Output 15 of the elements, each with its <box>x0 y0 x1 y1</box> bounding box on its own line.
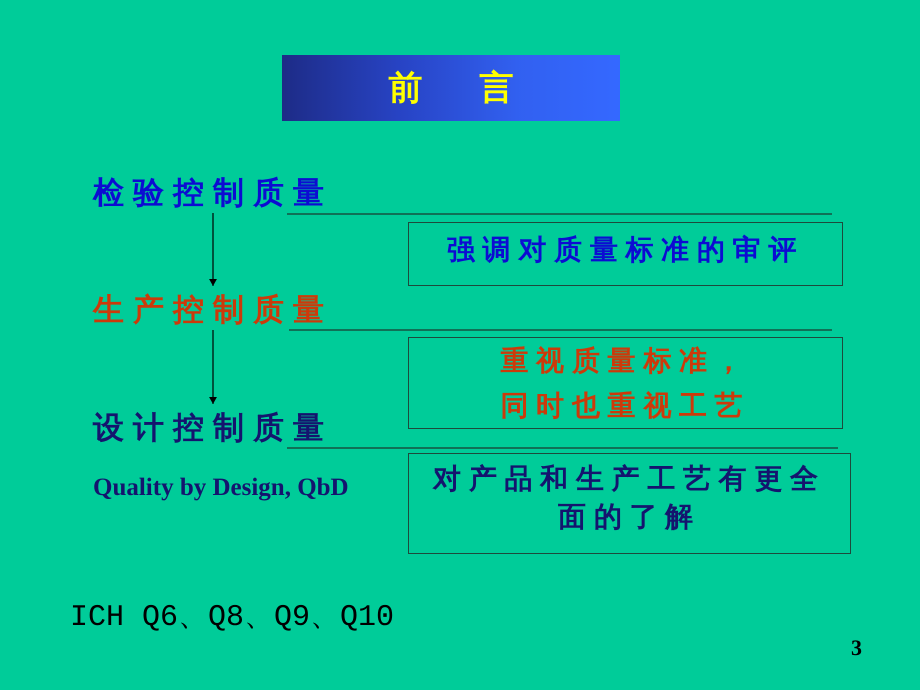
note-text: 强调对质量标准的审评 <box>446 232 805 266</box>
note-box <box>408 337 843 429</box>
note-text: 重视质量标准，同时也重视工艺 <box>500 344 752 423</box>
arrow <box>209 213 217 286</box>
subtitle-text: Quality by Design, QbD <box>93 474 349 502</box>
reference-text: ICH Q6、Q8、Q9、Q10 <box>70 600 394 637</box>
arrow <box>209 330 217 404</box>
stage-heading: 检验控制质量 <box>93 176 333 210</box>
stage-heading: 设计控制质量 <box>93 411 333 445</box>
note-box <box>408 222 843 286</box>
title-text: 前 言 <box>387 68 538 108</box>
stage-heading: 生产控制质量 <box>93 293 333 327</box>
note-text: 对产品和生产工艺有更全面的了解 <box>432 462 827 534</box>
page-number: 3 <box>851 636 862 660</box>
note-box <box>408 453 851 554</box>
